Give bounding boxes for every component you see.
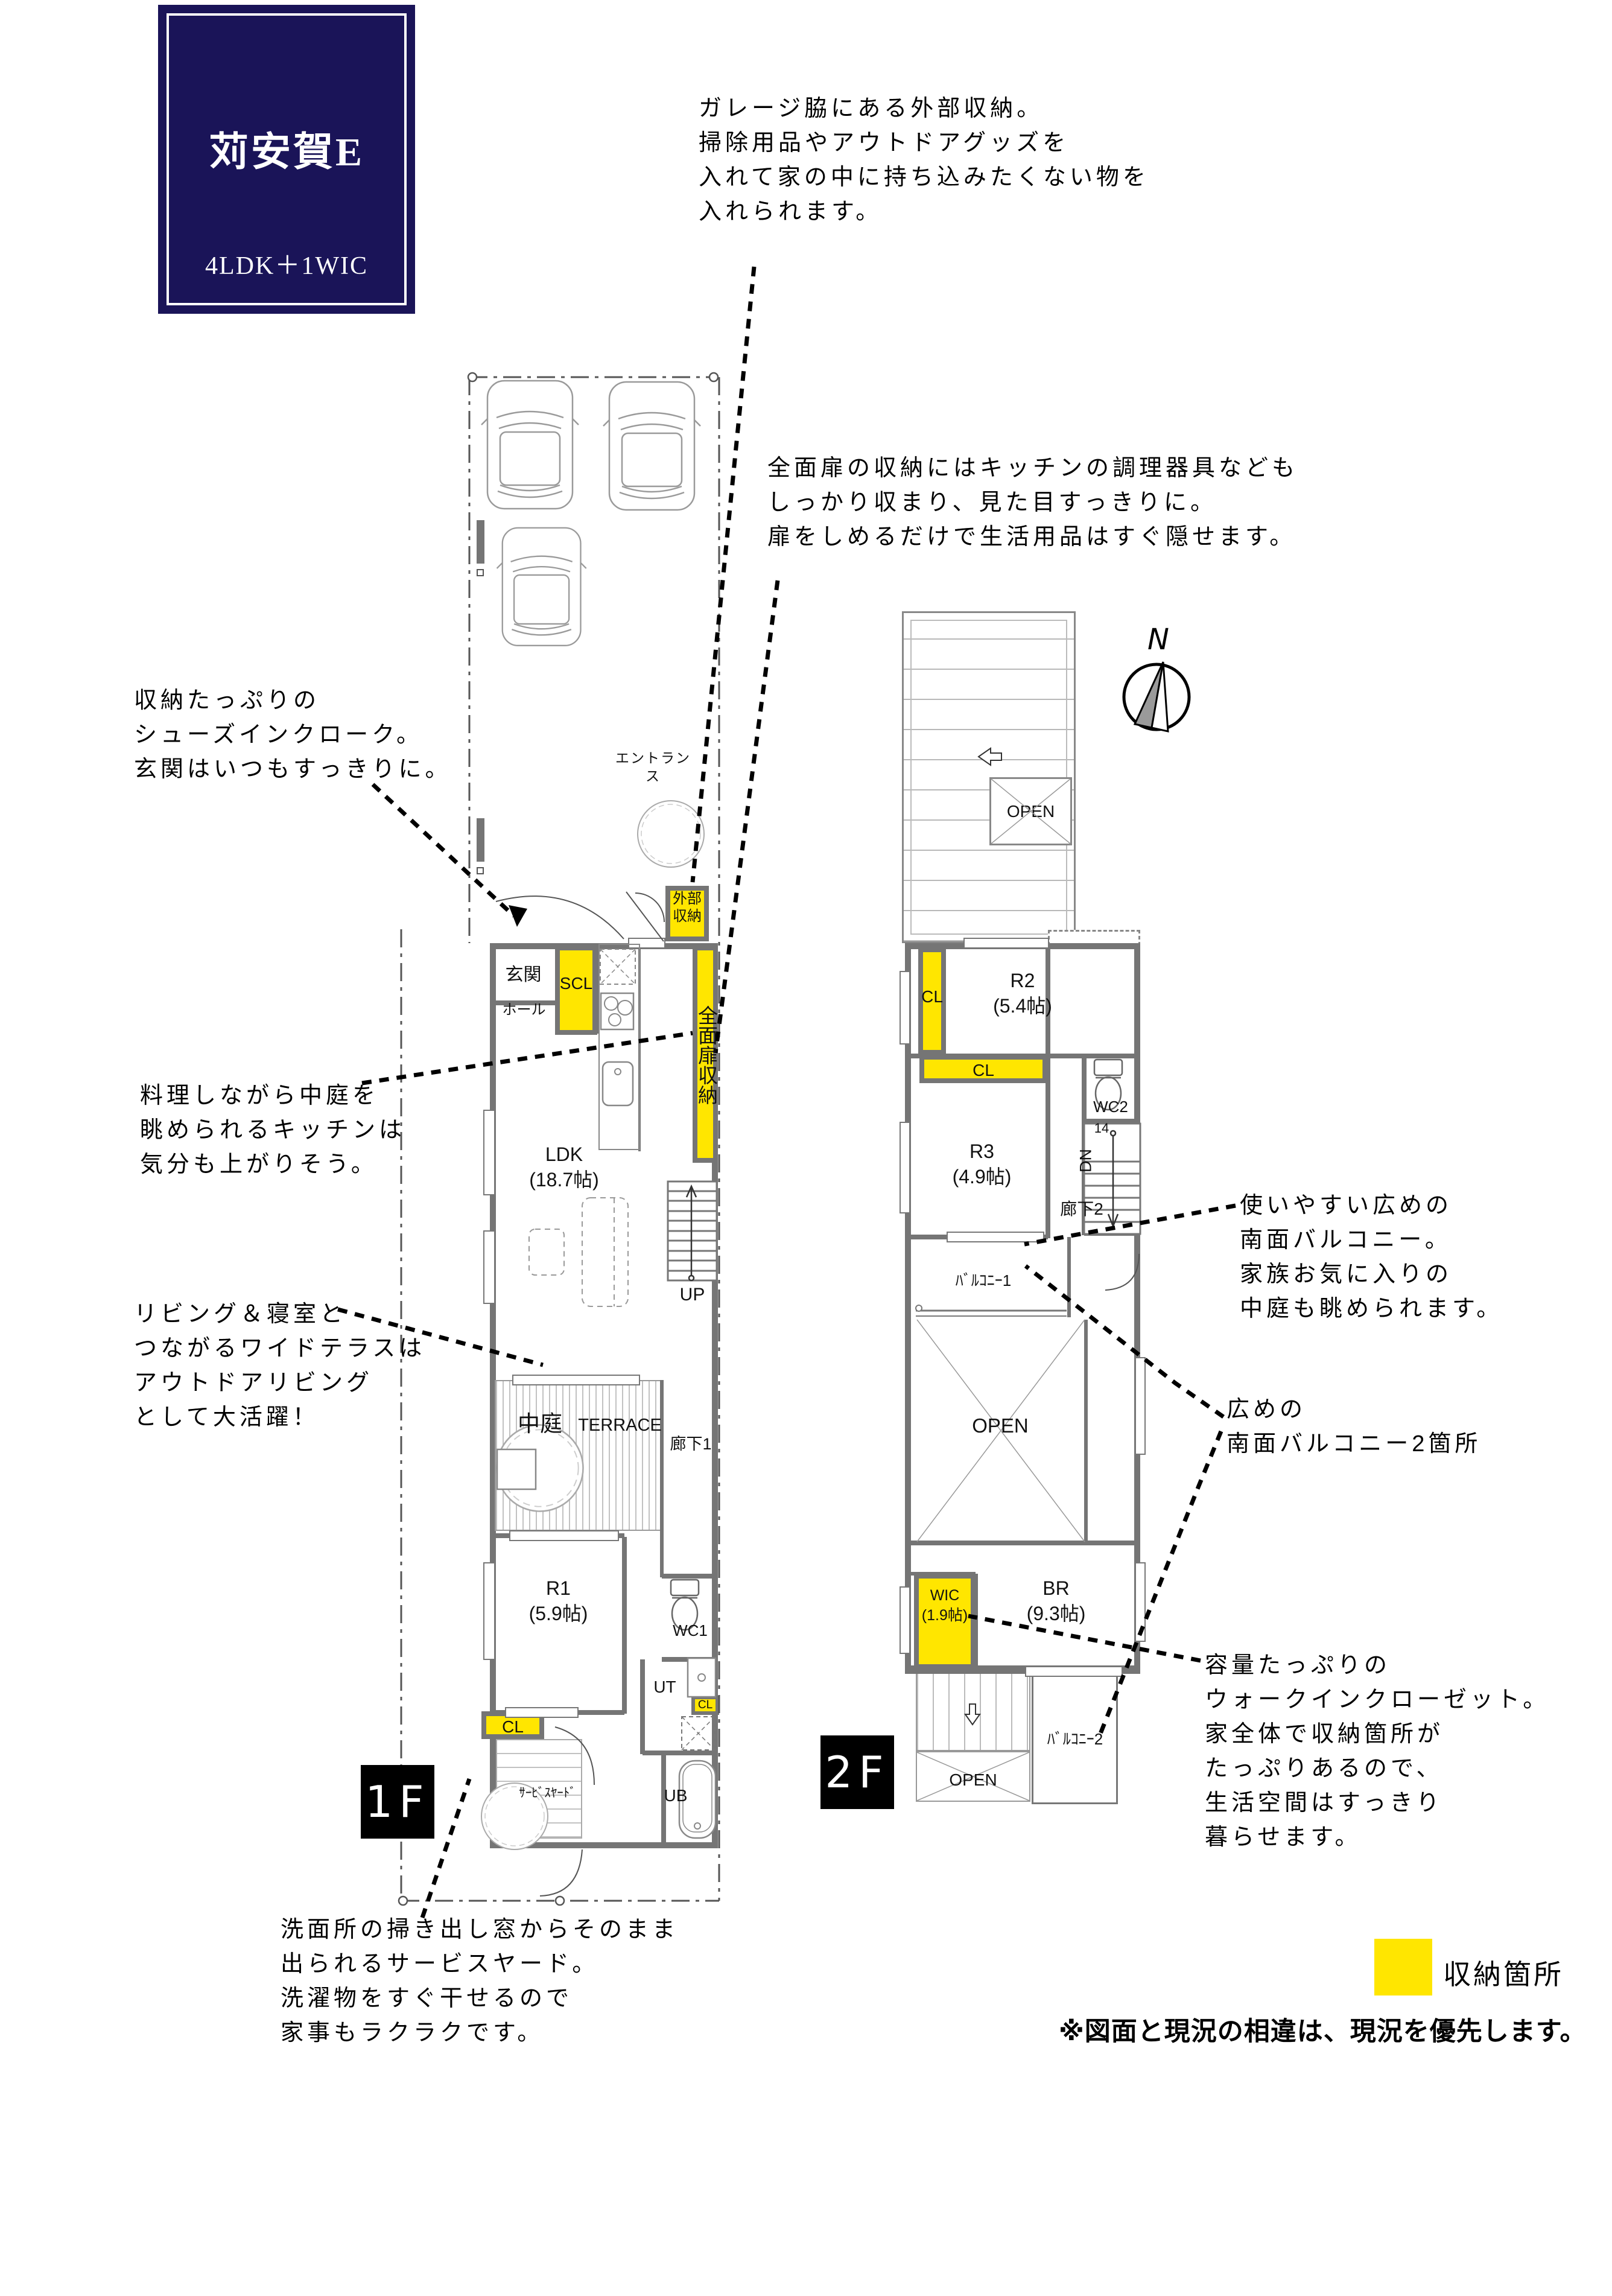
label-wic: WIC (1.9帖)	[921, 1587, 968, 1624]
kitchen-fixtures	[598, 944, 640, 1150]
note-shoes-closet: 収納たっぷりの シューズインクローク。 玄関はいつもすっきりに。	[134, 688, 452, 782]
note-service-yard: 洗面所の掃き出し窓からそのまま 出られるサービスヤード。 洗濯物をすぐ干せるので…	[281, 1917, 679, 2046]
floor1-tag: 1F	[361, 1765, 434, 1839]
leader-arrowhead-icon	[509, 905, 527, 927]
label-dn: DN	[1076, 1149, 1095, 1173]
note-garage-storage: ガレージ脇にある外部収納。 掃除用品やアウトドアグッズを 入れて家の中に持ち込み…	[699, 96, 1149, 224]
shower-pan	[681, 1716, 716, 1751]
label-wc1: WC1	[673, 1621, 708, 1639]
label-up: UP	[679, 1285, 705, 1305]
label-full-door-storage: 全面扉収納	[695, 1005, 718, 1105]
label-open-void: OPEN	[972, 1414, 1029, 1437]
label-scl: SCL	[559, 974, 593, 993]
label-ldk: LDK (18.7帖)	[529, 1143, 599, 1191]
label-corridor1: 廊下1	[670, 1435, 712, 1453]
label-r2: R2 (5.4帖)	[993, 970, 1052, 1017]
note-south-balcony: 使いやすい広めの 南面バルコニー。 家族お気に入りの 中庭も眺められます。	[1240, 1193, 1503, 1321]
label-r3: R3 (4.9帖)	[952, 1140, 1012, 1188]
boundary-lines	[400, 376, 720, 1902]
legend-swatch	[1374, 1939, 1432, 1995]
stairs-1f	[667, 1180, 718, 1282]
label-ub: UB	[664, 1786, 688, 1805]
logo-title: 苅安賀E	[208, 130, 365, 174]
stairs-2f	[1083, 1122, 1141, 1235]
compass-icon	[1122, 661, 1191, 733]
label-br: BR (9.3帖)	[1026, 1577, 1086, 1624]
label-cl-2f-wide: CL	[973, 1061, 994, 1080]
furniture-dashed	[528, 1197, 629, 1307]
leader-lines	[337, 266, 1236, 1919]
note-wide-terrace: リビング＆寝室と つながるワイドテラスは アウトドアリビング として大活躍！	[134, 1302, 426, 1430]
legend-label: 収納箇所	[1443, 1959, 1564, 1990]
label-service-yard: ｻｰﾋﾞｽﾔｰﾄﾞ	[519, 1786, 576, 1800]
open-cross-lines	[916, 778, 1085, 1801]
stairs-dn-arrow	[1107, 1130, 1119, 1229]
roof-slope-arrow-icon	[977, 747, 1002, 766]
label-terrace: TERRACE	[578, 1416, 662, 1435]
label-balcony2: ﾊﾞﾙｺﾆｰ2	[1047, 1730, 1103, 1748]
room-exterior-storage	[665, 886, 709, 941]
compass-north-label: N	[1147, 623, 1169, 657]
label-corridor2: 廊下2	[1060, 1200, 1103, 1218]
label-cl-1f: CL	[502, 1717, 524, 1736]
windows	[483, 938, 1146, 1718]
label-courtyard: 中庭	[518, 1411, 562, 1436]
room-full-door-storage	[693, 946, 718, 1163]
label-cl-2f-side: CL	[921, 987, 943, 1006]
bathtub-ub	[678, 1760, 717, 1839]
label-dn-steps: 14	[1094, 1121, 1109, 1136]
boundary-markers	[398, 372, 719, 1906]
note-two-balconies: 広めの 南面バルコニー2箇所	[1226, 1397, 1482, 1457]
logo-frame	[167, 13, 407, 305]
logo-subtitle: 4LDK＋1WIC	[205, 252, 368, 280]
label-entrance: エントランス	[615, 750, 691, 784]
label-hall: ホール	[502, 1002, 546, 1018]
note-wic: 容量たっぷりの ウォークインクローゼット。 家全体で収納箇所が たっぷりあるので…	[1205, 1653, 1550, 1850]
note-full-door-storage: 全面扉の収納にはキッチンの調理器具なども しっかり収まり、見た目すっきりに。 扉…	[767, 456, 1299, 550]
balcony1-railing	[915, 1305, 1067, 1317]
roof-down-arrow-icon	[964, 1703, 981, 1726]
label-ut: UT	[653, 1677, 676, 1696]
label-balcony1: ﾊﾞﾙｺﾆｰ1	[955, 1271, 1012, 1290]
door-arcs	[495, 891, 1140, 1897]
label-exterior-storage: 外部 収納	[673, 891, 702, 924]
label-cl-1f-small: CL	[697, 1699, 713, 1711]
disclaimer-text: ※図面と現況の相違は、現況を優先します。	[1059, 2017, 1587, 2046]
room-cl-2f-side	[918, 947, 946, 1055]
washbasin-ut	[687, 1657, 717, 1698]
label-genkan: 玄関	[505, 965, 542, 985]
label-wc2: WC2	[1093, 1098, 1128, 1116]
label-open-lower: OPEN	[949, 1770, 997, 1789]
terrace-planter	[496, 1448, 537, 1490]
note-kitchen-view: 料理しながら中庭を 眺められるキッチンは 気分も上がりそう。	[140, 1083, 406, 1177]
balcony2-box	[1032, 1673, 1118, 1804]
floor2-tag: 2F	[820, 1735, 894, 1809]
label-r1: R1 (5.9帖)	[528, 1577, 588, 1624]
stairs-up-arrow	[685, 1184, 697, 1282]
house-1f-outline	[490, 943, 718, 1848]
garage-wall-stubs	[477, 520, 484, 862]
logo-box: 苅安賀E 4LDK＋1WIC	[158, 5, 415, 314]
